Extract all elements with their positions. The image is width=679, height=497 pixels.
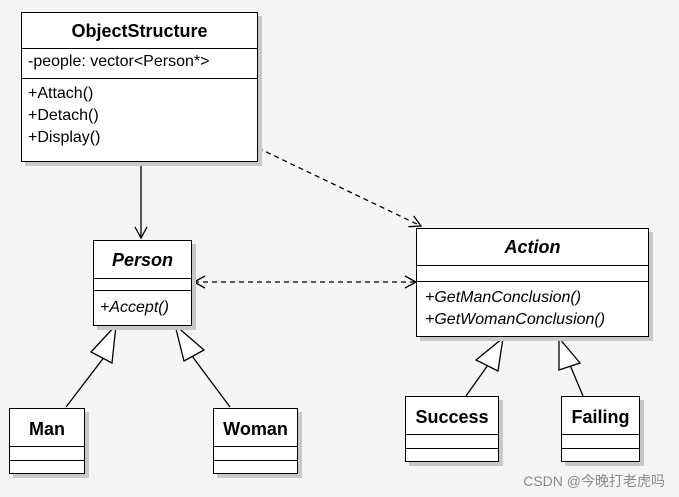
operation-accept: +Accept() [100, 299, 169, 316]
class-action[interactable]: Action +GetManConclusion() +GetWomanConc… [416, 228, 649, 337]
class-operations [214, 461, 297, 473]
operation-getmanconclusion: +GetManConclusion() [425, 289, 582, 306]
generalization-failing-action [558, 336, 584, 397]
dependency-objectstructure-action [257, 147, 423, 228]
class-operations [406, 449, 498, 461]
class-name: Action [417, 229, 648, 266]
class-objectstructure[interactable]: ObjectStructure -people: vector<Person*>… [21, 12, 258, 162]
class-name: Woman [214, 409, 297, 447]
class-failing[interactable]: Failing [561, 396, 640, 462]
class-attributes [406, 435, 498, 449]
class-attributes [417, 266, 648, 282]
class-success[interactable]: Success [405, 396, 499, 462]
class-person[interactable]: Person +Accept() [93, 240, 192, 326]
class-name: Failing [562, 397, 639, 435]
watermark: CSDN @今晚打老虎吗 [523, 473, 665, 489]
operation-display: +Display() [28, 129, 101, 146]
class-operations [10, 461, 84, 473]
attribute-people: -people: vector<Person*> [28, 53, 210, 70]
class-name: Person [94, 241, 191, 279]
class-attributes [214, 447, 297, 461]
operation-attach: +Attach() [28, 85, 94, 102]
class-name: Man [10, 409, 84, 447]
class-man[interactable]: Man [9, 408, 85, 474]
generalization-success-action [465, 336, 504, 397]
class-operations: +Accept() [94, 291, 191, 319]
generalization-woman-person [173, 323, 231, 408]
class-attributes [562, 435, 639, 449]
class-attributes [10, 447, 84, 461]
operation-detach: +Detach() [28, 107, 99, 124]
class-operations [562, 449, 639, 461]
class-operations: +Attach() +Detach() +Display() [22, 79, 257, 149]
generalization-man-person [65, 323, 117, 408]
operation-getwomanconclusion: +GetWomanConclusion() [425, 311, 606, 328]
class-attributes [94, 279, 191, 291]
class-operations: +GetManConclusion() +GetWomanConclusion(… [417, 282, 648, 331]
class-name: ObjectStructure [22, 13, 257, 49]
class-name: Success [406, 397, 498, 435]
class-woman[interactable]: Woman [213, 408, 298, 474]
class-attributes: -people: vector<Person*> [22, 49, 257, 79]
